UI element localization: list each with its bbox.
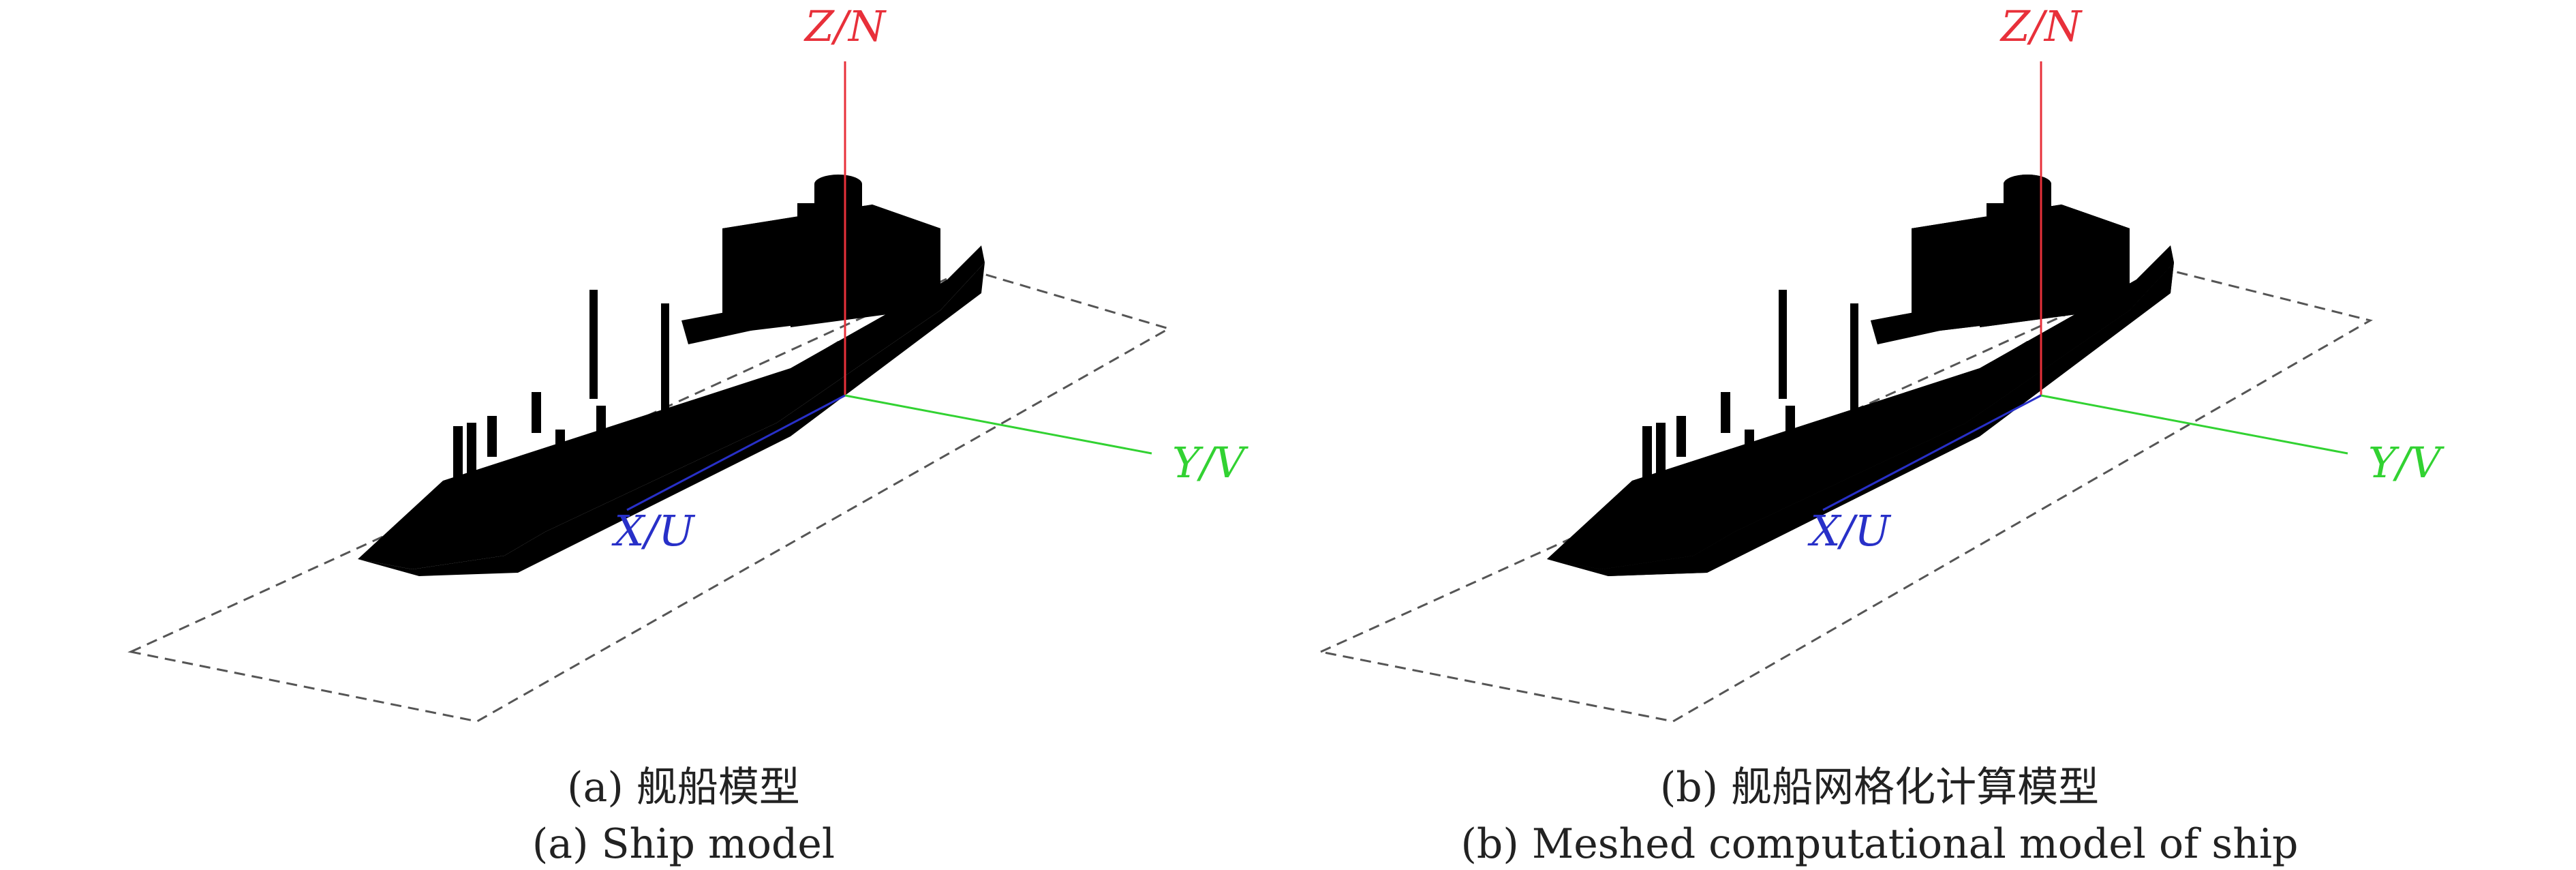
caption-a-english: (a) Ship model bbox=[532, 820, 835, 868]
y-axis-label: Y/V bbox=[1172, 438, 1249, 487]
water-plane bbox=[1317, 268, 2373, 723]
y-axis-line bbox=[2040, 394, 2348, 455]
x-axis-line bbox=[626, 394, 846, 511]
y-axis-label: Y/V bbox=[2368, 438, 2445, 487]
x-axis-label: X/U bbox=[611, 506, 695, 556]
z-axis-label: Z/N bbox=[803, 1, 887, 51]
water-plane bbox=[127, 268, 1171, 723]
caption-b-chinese: (b) 舰船网格化计算模型 bbox=[1659, 764, 2100, 811]
caption-b-english: (b) Meshed computational model of ship bbox=[1460, 820, 2299, 868]
y-axis-line bbox=[844, 394, 1152, 455]
x-axis-line bbox=[1822, 394, 2042, 511]
x-axis-label: X/U bbox=[1807, 506, 1891, 556]
panel-a-ship-model: Z/N Y/V X/U bbox=[127, 1, 1249, 723]
z-axis-label: Z/N bbox=[1999, 1, 2083, 51]
caption-a-chinese: (a) 舰船模型 bbox=[567, 764, 800, 811]
panel-b-meshed-model: Z/N Y/V X/U bbox=[1317, 1, 2445, 723]
